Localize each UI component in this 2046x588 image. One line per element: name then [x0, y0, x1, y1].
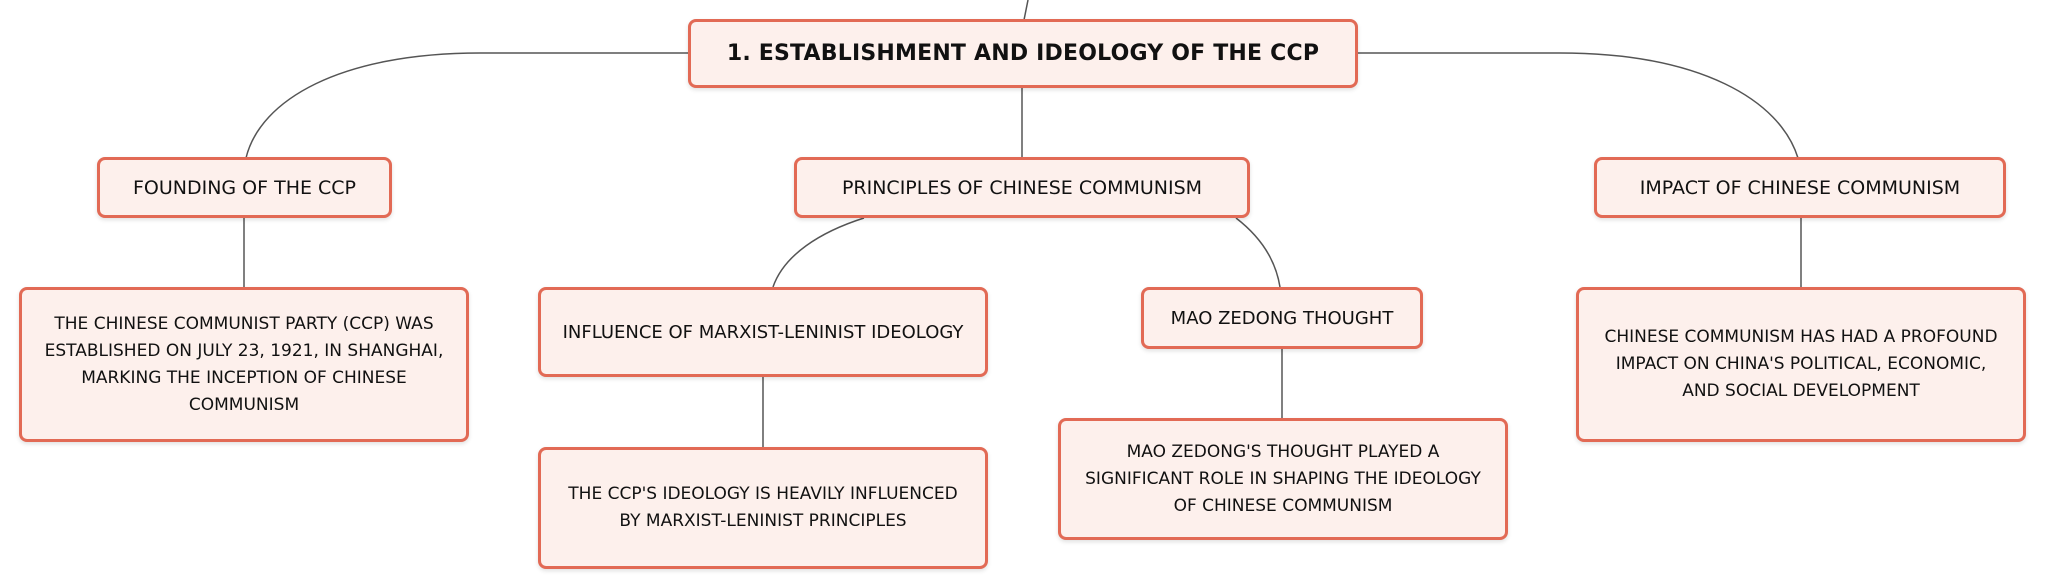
root-node-label: 1. ESTABLISHMENT AND IDEOLOGY OF THE CCP: [726, 41, 1320, 66]
detail-marxism[interactable]: THE CCP'S IDEOLOGY IS HEAVILY INFLUENCED…: [538, 447, 988, 569]
detail-marxism-text: THE CCP'S IDEOLOGY IS HEAVILY INFLUENCED…: [568, 484, 958, 531]
connector-root-founding: [245, 52, 688, 159]
subtopic-mao-label: MAO ZEDONG THOUGHT: [1170, 307, 1394, 329]
detail-impact-text: CHINESE COMMUNISM HAS HAD A PROFOUND IMP…: [1604, 327, 1998, 401]
root-node[interactable]: 1. ESTABLISHMENT AND IDEOLOGY OF THE CCP: [688, 19, 1358, 88]
detail-founding-text: THE CHINESE COMMUNIST PARTY (CCP) WAS ES…: [44, 313, 444, 415]
connector-principles-mao: [1235, 217, 1281, 288]
connector-principles-marxism: [772, 217, 865, 288]
topic-founding-label: FOUNDING OF THE CCP: [132, 176, 357, 199]
detail-mao[interactable]: MAO ZEDONG'S THOUGHT PLAYED A SIGNIFICAN…: [1058, 418, 1508, 540]
topic-founding[interactable]: FOUNDING OF THE CCP: [97, 157, 392, 218]
connector-root-incoming: [1023, 0, 1029, 21]
subtopic-mao[interactable]: MAO ZEDONG THOUGHT: [1141, 287, 1423, 349]
topic-principles[interactable]: PRINCIPLES OF CHINESE COMMUNISM: [794, 157, 1250, 218]
topic-impact-label: IMPACT OF CHINESE COMMUNISM: [1639, 176, 1961, 199]
topic-principles-label: PRINCIPLES OF CHINESE COMMUNISM: [841, 176, 1203, 199]
subtopic-marxism[interactable]: INFLUENCE OF MARXIST-LENINIST IDEOLOGY: [538, 287, 988, 377]
subtopic-marxism-label: INFLUENCE OF MARXIST-LENINIST IDEOLOGY: [562, 321, 964, 343]
detail-founding[interactable]: THE CHINESE COMMUNIST PARTY (CCP) WAS ES…: [19, 287, 469, 442]
topic-impact[interactable]: IMPACT OF CHINESE COMMUNISM: [1594, 157, 2006, 218]
connector-root-impact: [1356, 52, 1799, 159]
detail-impact[interactable]: CHINESE COMMUNISM HAS HAD A PROFOUND IMP…: [1576, 287, 2026, 442]
detail-mao-text: MAO ZEDONG'S THOUGHT PLAYED A SIGNIFICAN…: [1085, 441, 1481, 516]
